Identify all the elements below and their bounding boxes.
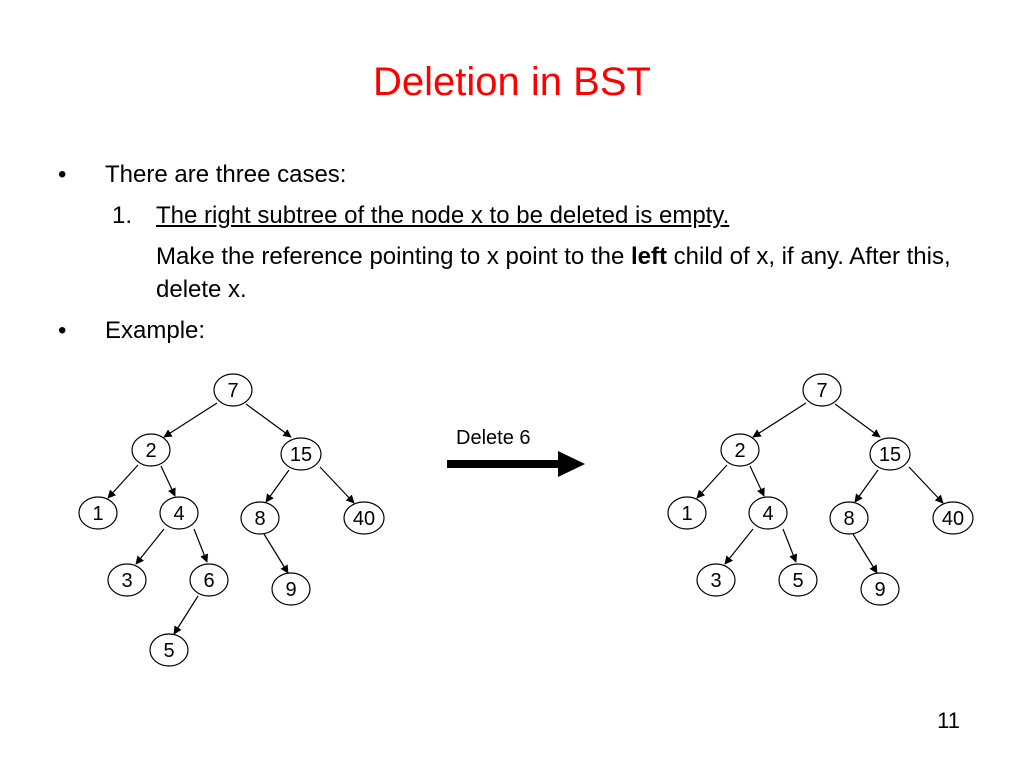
before-node-1: 1 xyxy=(78,496,118,530)
delete-arrow: Delete 6 xyxy=(447,427,585,477)
before-node-3-label: 3 xyxy=(121,570,132,592)
after-node-9: 9 xyxy=(860,572,900,606)
after-node-7: 7 xyxy=(802,373,842,407)
bullet-marker-1: • xyxy=(58,161,67,188)
before-node-8: 8 xyxy=(240,501,280,535)
bullet-text-cases: There are three cases: xyxy=(105,161,347,188)
after-node-2-label: 2 xyxy=(734,440,745,462)
before-node-15-label: 15 xyxy=(290,444,312,466)
after-node-9-label: 9 xyxy=(874,579,885,601)
before-node-2-label: 2 xyxy=(145,440,156,462)
arrow-head xyxy=(558,451,585,477)
after-tree-edges xyxy=(696,402,944,574)
case-desc-after: child of x, if any. After this, delete x… xyxy=(156,243,951,303)
case-desc-before: Make the reference pointing to x point t… xyxy=(156,243,631,270)
after-tree-nodes: 7 2 15 1 4 8 4 xyxy=(667,373,974,606)
before-node-6: 6 xyxy=(189,563,229,597)
before-node-7: 7 xyxy=(213,373,253,407)
before-node-3: 3 xyxy=(107,563,147,597)
delete-arrow-label: Delete 6 xyxy=(456,427,531,449)
after-node-1: 1 xyxy=(667,496,707,530)
edge-4-3 xyxy=(135,528,165,565)
before-node-4-label: 4 xyxy=(173,503,184,525)
after-node-5: 5 xyxy=(778,563,818,597)
after-node-40: 40 xyxy=(932,501,974,535)
before-node-8-label: 8 xyxy=(254,508,265,530)
edge-6-5 xyxy=(173,595,199,635)
before-node-4: 4 xyxy=(159,496,199,530)
case-desc-bold: left xyxy=(630,243,667,270)
case-number-1: 1. xyxy=(112,202,133,229)
before-node-1-label: 1 xyxy=(92,503,103,525)
before-tree-nodes: 7 2 15 1 4 8 4 xyxy=(78,373,385,667)
after-node-8-label: 8 xyxy=(843,508,854,530)
after-node-3-label: 3 xyxy=(710,570,721,592)
before-node-2: 2 xyxy=(131,433,171,467)
after-node-5-label: 5 xyxy=(792,570,803,592)
edge-after-15-8 xyxy=(854,469,879,503)
after-node-3: 3 xyxy=(696,563,736,597)
edge-15-40 xyxy=(319,466,355,504)
edge-7-2 xyxy=(163,402,218,438)
edge-after-2-1 xyxy=(696,464,728,499)
after-node-4: 4 xyxy=(748,496,788,530)
case-description-1: Make the reference pointing to x point t… xyxy=(156,240,956,306)
edge-4-6 xyxy=(193,528,209,563)
before-node-40-label: 40 xyxy=(353,508,375,530)
before-node-5-label: 5 xyxy=(163,640,174,662)
bullet-text-example: Example: xyxy=(105,317,206,344)
after-node-1-label: 1 xyxy=(681,503,692,525)
page-number: 11 xyxy=(937,708,960,733)
edge-after-8-9 xyxy=(852,533,878,574)
edge-15-8 xyxy=(265,469,290,503)
edge-after-7-2 xyxy=(752,402,807,438)
edge-after-2-4 xyxy=(749,465,765,497)
after-node-2: 2 xyxy=(720,433,760,467)
edge-2-4 xyxy=(160,465,176,497)
before-node-5: 5 xyxy=(149,633,189,667)
before-node-9: 9 xyxy=(271,572,311,606)
after-node-15-label: 15 xyxy=(879,444,901,466)
after-node-4-label: 4 xyxy=(762,503,773,525)
before-tree-edges xyxy=(107,402,355,635)
edge-after-15-40 xyxy=(908,466,944,504)
arrow-shaft xyxy=(447,460,562,468)
edge-2-1 xyxy=(107,464,139,499)
before-node-9-label: 9 xyxy=(285,579,296,601)
after-node-15: 15 xyxy=(869,437,911,471)
before-node-40: 40 xyxy=(343,501,385,535)
bullet-marker-2: • xyxy=(58,317,67,344)
after-node-7-label: 7 xyxy=(816,380,827,402)
after-node-8: 8 xyxy=(829,501,869,535)
edge-8-9 xyxy=(263,533,289,574)
case-heading-1: The right subtree of the node x to be de… xyxy=(156,202,730,229)
before-node-6-label: 6 xyxy=(203,570,214,592)
edge-after-4-3 xyxy=(724,528,754,565)
edge-after-7-15 xyxy=(834,403,881,438)
slide-title: Deletion in BST xyxy=(373,60,651,104)
before-node-7-label: 7 xyxy=(227,380,238,402)
before-node-15: 15 xyxy=(280,437,322,471)
edge-after-4-5 xyxy=(782,528,798,563)
after-node-40-label: 40 xyxy=(942,508,964,530)
edge-7-15 xyxy=(245,403,292,438)
